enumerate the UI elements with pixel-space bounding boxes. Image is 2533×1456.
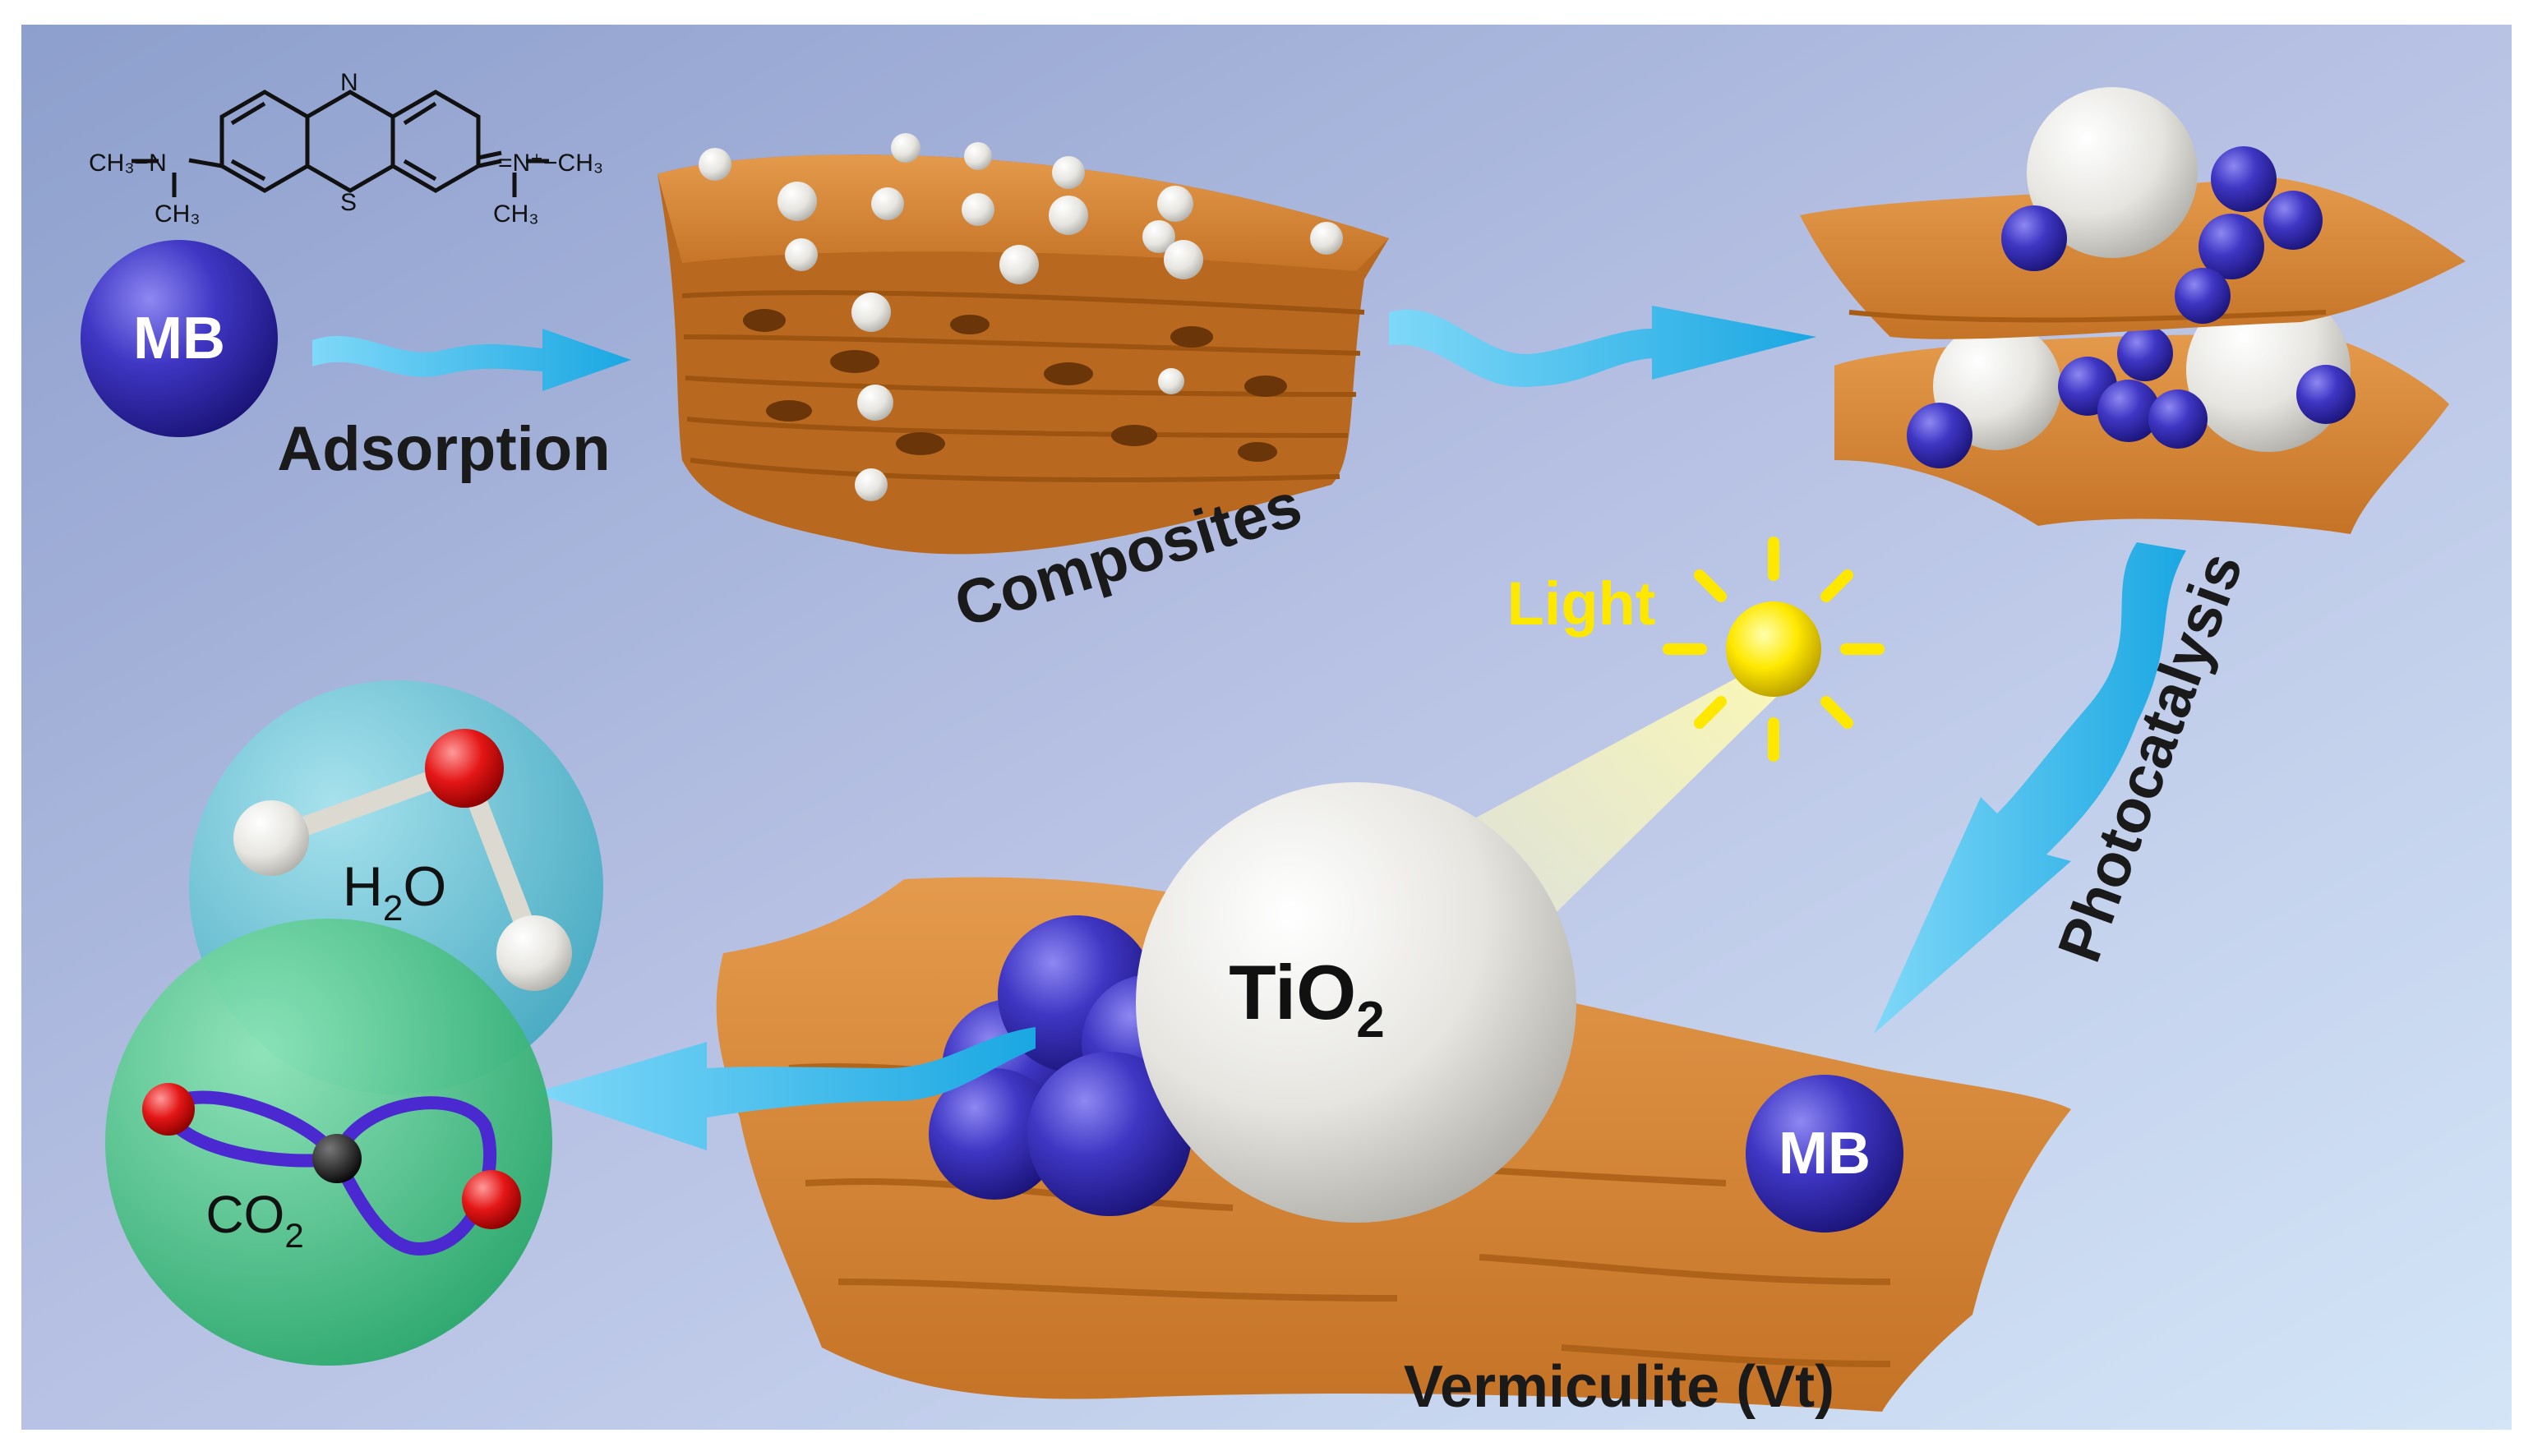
sun-icon: [1663, 537, 1885, 762]
co2-sphere: CO2: [105, 919, 552, 1366]
vermiculite-label: Vermiculite (Vt): [1404, 1354, 1834, 1420]
mb-sphere-top: MB: [81, 240, 278, 437]
layered-vermiculite-structure: [1800, 87, 2466, 534]
mol-right-group: =N⁺−CH₃: [498, 150, 603, 177]
photocatalysis-arrow: [1874, 542, 2186, 1034]
mol-left-group: CH₃−N: [89, 150, 167, 177]
tio2-label: TiO2: [1229, 949, 1384, 1048]
tio2-sphere: TiO2: [1136, 782, 1576, 1223]
mb-top-label: MB: [133, 306, 225, 371]
products-arrow: [534, 1027, 1036, 1150]
light-label: Light: [1507, 569, 1656, 638]
composites-stack: [657, 133, 1389, 555]
mol-n-top: N: [340, 69, 358, 96]
h2o-label: H2O: [343, 855, 447, 928]
mb-bottom-label: MB: [1779, 1121, 1871, 1186]
mol-s-bottom: S: [340, 189, 357, 216]
methylene-blue-labels: N S CH₃−N CH₃ =N⁺−CH₃ CH₃: [89, 69, 603, 228]
methylene-blue-structure: [131, 90, 549, 197]
mb-sphere-bottom: MB: [1746, 1075, 1903, 1233]
co2-label: CO2: [205, 1185, 303, 1255]
composites-arrow: [1389, 306, 1816, 388]
adsorption-arrow: [312, 329, 631, 391]
mol-left-methyl: CH₃: [155, 200, 201, 228]
mol-right-methyl: CH₃: [493, 200, 539, 228]
adsorption-label: Adsorption: [277, 414, 610, 484]
